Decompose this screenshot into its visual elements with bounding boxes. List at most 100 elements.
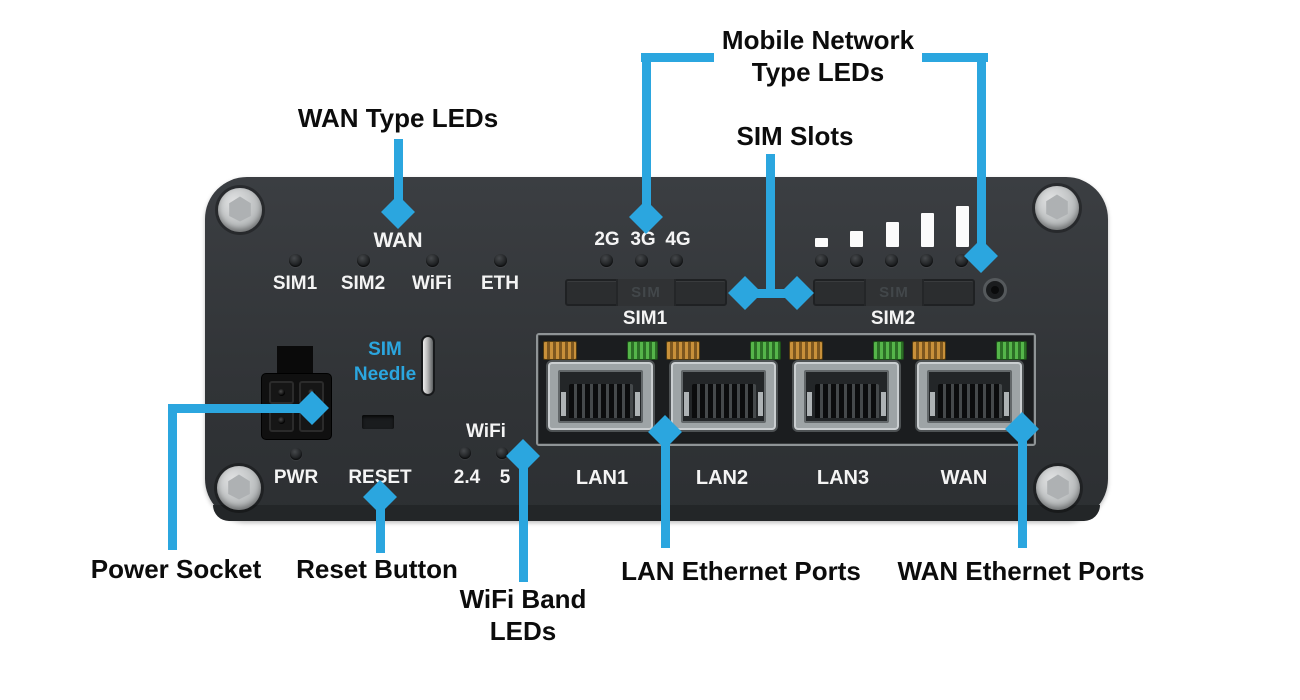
callout-mobile-network-type-leds: Mobile Network Type LEDs (722, 24, 914, 88)
power-socket-tab (277, 346, 313, 376)
port-pins (814, 384, 879, 418)
reset-button (362, 415, 394, 429)
power-pin (269, 381, 294, 404)
callout-reset-button: Reset Button (296, 554, 458, 584)
port-led-green (873, 341, 904, 360)
callout-wifi-band-leds: WiFi Band LEDs (460, 583, 587, 647)
port-latch (684, 392, 689, 416)
sim-slot-1-tray: SIM (615, 279, 676, 306)
sim-slot-1-label: SIM1 (622, 308, 668, 329)
callout-mobile-line1: Mobile Network (721, 25, 915, 55)
callout-line-power-v (168, 404, 177, 550)
mobile-type-led-2g (600, 254, 613, 267)
callout-wifi-band-line1: WiFi Band (459, 584, 587, 614)
callout-wan-ethernet-ports: WAN Ethernet Ports (897, 556, 1145, 586)
signal-bar-3 (886, 222, 899, 247)
sim-needle (421, 335, 435, 396)
port-latch (881, 392, 886, 416)
sim-slot-2-tray: SIM (863, 279, 924, 306)
wifi-band-led-5 (496, 447, 508, 459)
lan2-port (671, 362, 776, 430)
wan-type-label-sim2: SIM2 (340, 273, 386, 294)
wifi-label: WiFi (466, 421, 506, 442)
signal-led-3 (885, 254, 898, 267)
callout-line-reset (376, 495, 385, 553)
port-pins (937, 384, 1002, 418)
port-label-lan2: LAN2 (695, 467, 749, 489)
sim-eject-hole (983, 278, 1007, 302)
callout-line-sim-slots-h (748, 289, 792, 298)
callout-mobile-line2: Type LEDs (751, 57, 885, 87)
wifi-band-led-24 (459, 447, 471, 459)
signal-bar-5 (956, 206, 969, 247)
screw-top-left (218, 188, 262, 232)
screw-top-right (1035, 186, 1079, 230)
mobile-type-label-3g: 3G (630, 229, 656, 250)
sim-needle-label: SIM Needle (354, 337, 416, 387)
port-latch (561, 392, 566, 416)
signal-bar-4 (921, 213, 934, 247)
wan-type-led-sim2 (357, 254, 370, 267)
sim-needle-line2: Needle (353, 364, 417, 385)
port-led-green (996, 341, 1027, 360)
callout-line-wifi-band (519, 454, 528, 582)
port-pins (568, 384, 633, 418)
port-latch (807, 392, 812, 416)
callout-wan-type-leds: WAN Type LEDs (297, 103, 499, 133)
port-led-green (750, 341, 781, 360)
reset-label: RESET (348, 467, 412, 488)
mobile-type-label-4g: 4G (665, 229, 691, 250)
wifi-band-label-5: 5 (499, 467, 511, 488)
mobile-type-led-3g (635, 254, 648, 267)
sim-needle-line1: SIM (368, 339, 402, 360)
callout-wifi-band-line2: LEDs (489, 616, 557, 646)
port-opening (804, 370, 889, 423)
wan-type-label-wifi: WiFi (412, 273, 452, 294)
wan-type-led-wifi (426, 254, 439, 267)
screw-bottom-left (217, 466, 261, 510)
sim-slot-2: SIM (813, 279, 975, 306)
port-opening (681, 370, 766, 423)
lan1-port (548, 362, 653, 430)
callout-line-wan-ports (1018, 428, 1027, 548)
wifi-band-label-24: 2.4 (453, 467, 481, 488)
screw-bottom-right (1036, 466, 1080, 510)
callout-power-socket: Power Socket (90, 554, 262, 584)
wan-type-label-sim1: SIM1 (272, 273, 318, 294)
wan-type-led-eth (494, 254, 507, 267)
port-latch (1004, 392, 1009, 416)
power-socket (261, 373, 332, 440)
wan-type-led-sim1 (289, 254, 302, 267)
sim-slot-1: SIM (565, 279, 727, 306)
callout-line-mobile-left-v (642, 53, 651, 210)
callout-line-sim-slots-v (766, 154, 775, 293)
port-led-orange (789, 341, 823, 360)
mobile-type-label-2g: 2G (594, 229, 620, 250)
port-led-green (627, 341, 658, 360)
port-led-orange (543, 341, 577, 360)
port-opening (558, 370, 643, 423)
callout-sim-slots: SIM Slots (736, 121, 854, 151)
sim-slot-2-label: SIM2 (870, 308, 916, 329)
callout-line-mobile-left-h (641, 53, 714, 62)
power-label: PWR (273, 467, 319, 488)
power-led (290, 448, 302, 460)
port-opening (927, 370, 1012, 423)
wan-type-label-eth: ETH (481, 273, 519, 294)
callout-line-power-h (168, 404, 306, 413)
wan-status-label: WAN (373, 229, 423, 252)
callout-line-mobile-right-v (977, 53, 986, 249)
callout-lan-ethernet-ports: LAN Ethernet Ports (621, 556, 861, 586)
port-latch (930, 392, 935, 416)
mobile-type-led-4g (670, 254, 683, 267)
signal-led-2 (850, 254, 863, 267)
signal-led-1 (815, 254, 828, 267)
lan3-port (794, 362, 899, 430)
signal-bar-2 (850, 231, 863, 247)
port-pins (691, 384, 756, 418)
port-label-wan: WAN (940, 467, 988, 489)
wan-port (917, 362, 1022, 430)
port-led-orange (912, 341, 946, 360)
port-led-orange (666, 341, 700, 360)
